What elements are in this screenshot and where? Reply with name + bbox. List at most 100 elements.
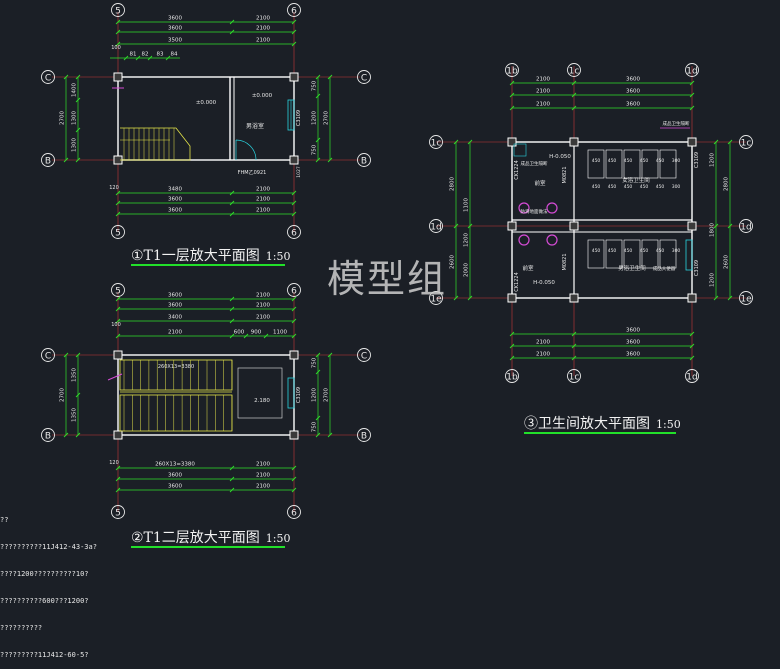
axis-bubble [287,505,301,519]
fixture-dim: 450 [656,248,665,254]
axis-label: 5 [115,509,121,519]
toilet-scale: 1:50 [656,418,681,431]
dimension-tick [689,343,695,349]
dimension-label: 3600 [168,26,182,32]
dimension-tick [115,296,121,302]
dimension-label: 2100 [256,303,270,309]
door-swing [235,139,257,161]
axis-bubble [567,63,581,77]
toilet-stall [587,239,605,269]
dimension-tick [571,343,577,349]
dimension-tick [229,318,235,324]
annotation-text: 成品大便器 [653,265,676,272]
dimension-tick [689,105,695,111]
dimension-tick [327,74,333,80]
fixture-dim: 450 [608,184,617,190]
dimension-tick [315,157,321,163]
dimension-label: 2100 [256,473,270,479]
dimension-tick [75,127,81,133]
dimension-tick [291,476,297,482]
axis-label: 6 [291,229,297,239]
dimension-tick [263,333,269,339]
dimension-label: 750 [312,421,318,432]
axis-bubble [685,63,699,77]
dimension-tick [115,306,121,312]
dimension-label: 1350 [72,368,78,382]
level-label: 2.180 [254,398,270,404]
fixture-dim: 450 [608,248,617,254]
axis-bubble [357,348,371,362]
dimension-tick [291,41,297,47]
column [569,137,579,147]
dimension-label: 2700 [324,111,330,125]
sink-fixture [518,234,530,246]
dimension-tick [291,19,297,25]
fixture-dim: 450 [656,158,665,164]
window-tag: C3109 [694,152,700,168]
column [289,72,299,82]
dimension-tick [509,355,515,361]
dimension-tick [571,92,577,98]
dimension-tick [115,333,121,339]
room-label: 男浴室 [246,122,264,130]
dimension-tick [509,80,515,86]
dimension-label: 2100 [536,352,550,358]
axis-bubble [357,153,371,167]
dimension-label: 3600 [168,293,182,299]
dimension-tick [291,200,297,206]
second-floor-title-underline [131,546,285,548]
fixture-dim: 450 [640,184,649,190]
door-tag: CK1224 [514,272,520,292]
door-tag: FHM乙0921 [238,169,267,176]
toilet-stall [605,149,623,179]
column [289,350,299,360]
annotation-text: 成品卫生隔断 [663,120,690,127]
toilet-stall [641,239,659,269]
fixture-dim: 450 [624,158,633,164]
dimension-label: 2100 [168,330,182,336]
dimension-label: 2100 [536,102,550,108]
dimension-label: 2100 [536,89,550,95]
dimension-label: 2100 [256,38,270,44]
second-floor-title-text: ②T1二层放大平面图 [131,530,260,546]
level-label: H-0.050 [549,154,571,160]
toilet-stall [605,239,623,269]
door-tag: CK1224 [514,160,520,180]
note-line: ?????????? [0,624,43,632]
dimension-tick [509,343,515,349]
dimension-tick [115,190,121,196]
fixture-dim: 450 [592,248,601,254]
toilet-stall [641,149,659,179]
dimension-tick [115,19,121,25]
axis-label: 1b [506,373,518,383]
dimension-tick [467,223,473,229]
axis-bubble [429,291,443,305]
dimension-label: 1027 [296,166,302,178]
column [569,293,579,303]
column [113,72,123,82]
fixture-dim: 300 [672,184,681,190]
dimension-label: 1200 [312,388,318,402]
dimension-label: 82 [142,52,149,58]
axis-bubble [111,3,125,17]
window [685,239,693,271]
dimension-label: 3600 [168,303,182,309]
dimension-tick [571,331,577,337]
dimension-tick [229,19,235,25]
window-tag: C3109 [296,387,302,403]
dimension-tick [229,29,235,35]
axis-label: 1d [430,223,441,233]
dimension-tick [291,306,297,312]
axis-bubble [429,135,443,149]
dimension-label: 2800 [450,177,456,191]
dimension-tick [713,223,719,229]
axis-label: 6 [291,509,297,519]
dimension-tick [315,137,321,143]
dimension-tick [115,476,121,482]
dimension-label: 1300 [72,138,78,152]
